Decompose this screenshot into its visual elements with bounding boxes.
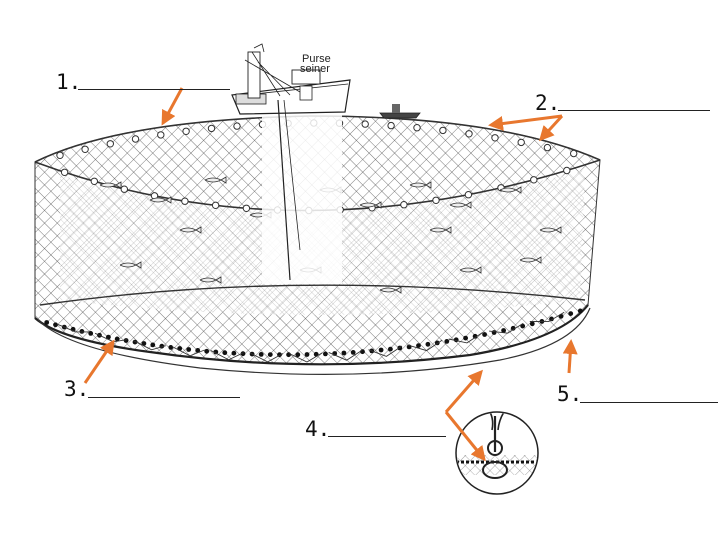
purse-ring — [482, 332, 487, 337]
purse-ring — [44, 320, 49, 325]
float — [531, 177, 537, 183]
purse-ring — [463, 336, 468, 341]
float — [465, 192, 471, 198]
float — [466, 131, 472, 137]
blank-line-3 — [88, 397, 240, 398]
purse-ring — [259, 352, 264, 357]
float — [433, 197, 439, 203]
float — [183, 128, 189, 134]
float — [571, 150, 577, 156]
arrow-2a — [491, 116, 562, 125]
purse-ring — [186, 347, 191, 352]
float — [414, 125, 420, 131]
float — [492, 135, 498, 141]
blank-line-1 — [78, 89, 230, 90]
purse-ring — [150, 343, 155, 348]
purse-ring — [578, 309, 583, 314]
purse-ring — [53, 322, 58, 327]
label-3: 3. — [64, 379, 89, 400]
purse-ring — [342, 351, 347, 356]
float — [57, 152, 63, 158]
float — [121, 186, 127, 192]
purse-ring — [168, 345, 173, 350]
label-5: 5. — [557, 384, 582, 405]
purse-ring — [388, 347, 393, 352]
purse-ring — [360, 349, 365, 354]
float — [208, 125, 214, 131]
purse-ring — [351, 350, 356, 355]
float — [158, 132, 164, 138]
float — [91, 178, 97, 184]
arrow-1 — [163, 88, 182, 123]
purse-ring — [426, 342, 431, 347]
float — [388, 122, 394, 128]
float — [82, 146, 88, 152]
label-2: 2. — [535, 93, 560, 114]
purse-ring — [80, 329, 85, 334]
float — [362, 121, 368, 127]
float — [107, 141, 113, 147]
purse-ring — [232, 351, 237, 356]
purse-ring — [305, 352, 310, 357]
purse-ring — [222, 350, 227, 355]
purse-ring-detail — [455, 398, 545, 494]
float — [212, 202, 218, 208]
float — [132, 136, 138, 142]
float — [544, 144, 550, 150]
arrow-5 — [569, 342, 571, 373]
float — [440, 127, 446, 133]
purse-ring — [268, 352, 273, 357]
blank-line-5 — [580, 402, 718, 403]
arrow-3 — [85, 342, 113, 383]
purse-ring — [88, 331, 93, 336]
purse-ring — [323, 352, 328, 357]
float — [61, 169, 67, 175]
float — [401, 202, 407, 208]
purse-ring — [492, 330, 497, 335]
float — [243, 205, 249, 211]
float — [518, 139, 524, 145]
purse-ring — [444, 339, 449, 344]
purse-ring — [204, 349, 209, 354]
purse-ring — [530, 321, 535, 326]
float — [564, 167, 570, 173]
arrow-4a — [446, 372, 481, 412]
float — [182, 198, 188, 204]
ship-label-line2: seiner — [300, 63, 330, 75]
float — [234, 123, 240, 129]
label-4: 4. — [305, 419, 330, 440]
purse-ring — [286, 352, 291, 357]
purse-ring — [568, 311, 573, 316]
blank-line-4 — [328, 436, 446, 437]
blank-line-2 — [558, 110, 710, 111]
purse-ring — [379, 348, 384, 353]
